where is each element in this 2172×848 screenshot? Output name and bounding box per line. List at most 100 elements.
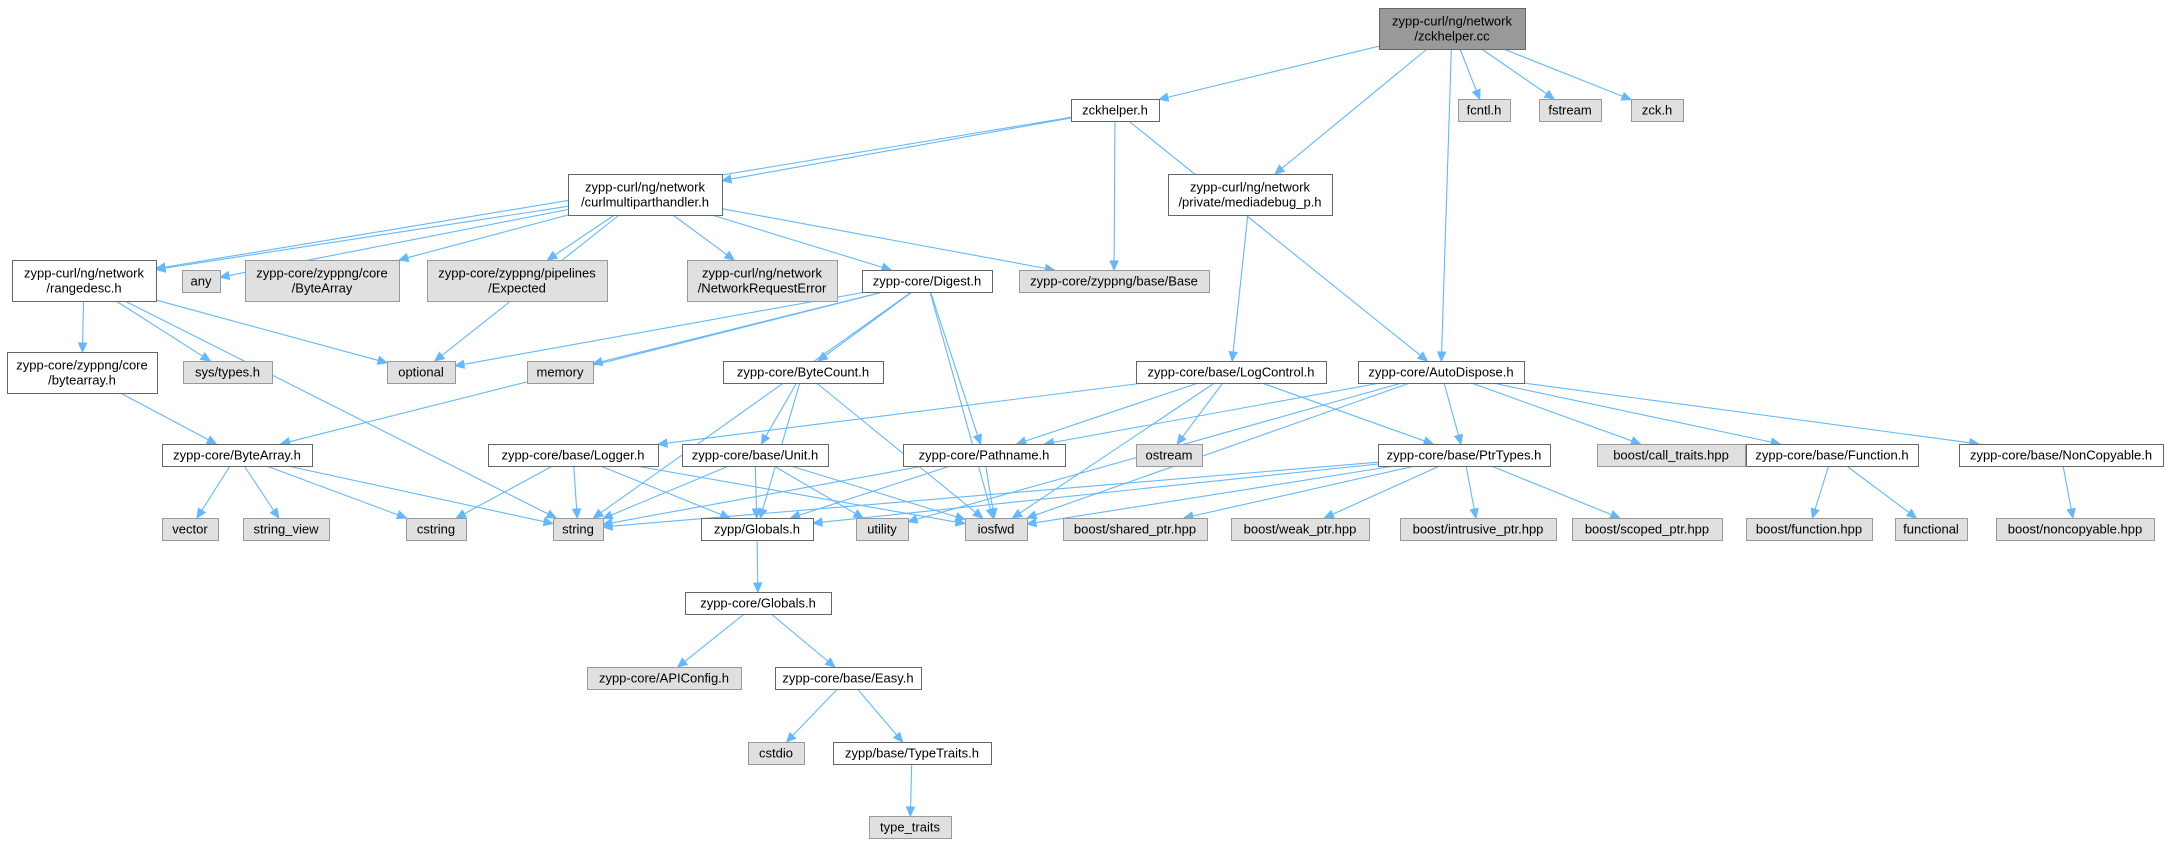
node-bytecount[interactable]: zypp-core/ByteCount.h [723,361,884,384]
edge-rangedesc-to-string [124,300,558,519]
node-label: zypp/base/TypeTraits.h [845,746,979,761]
edge-ptrtypes-to-globals1 [811,463,1379,527]
node-label: zypp-curl/ng/network [585,180,705,195]
node-functional: functional [1895,518,1968,541]
edge-noncopyable_h-to-boost_noncopyable [2062,465,2076,520]
edge-logcontrol-to-ostream [1176,382,1224,445]
node-label: cstdio [759,746,793,761]
edge-easy-to-typetraits [856,688,904,743]
node-label: vector [172,522,208,537]
dependency-edges [77,45,2076,818]
node-rangedesc[interactable]: zypp-curl/ng/network/rangedesc.h [12,260,157,302]
node-expected: zypp-core/zyppng/pipelines/Expected [427,260,608,302]
node-label: fcntl.h [1467,103,1502,118]
node-label: /NetworkRequestError [698,281,827,296]
node-label: iosfwd [978,522,1015,537]
edge-digest-to-string [592,291,912,519]
node-logcontrol[interactable]: zypp-core/base/LogControl.h [1136,361,1327,384]
node-ptrtypes[interactable]: zypp-core/base/PtrTypes.h [1378,444,1551,467]
node-autodispose[interactable]: zypp-core/AutoDispose.h [1358,361,1525,384]
node-label: zypp-core/APIConfig.h [599,671,729,686]
node-boost-function: boost/function.hpp [1746,518,1873,541]
edge-pathname-to-iosfwd [985,465,998,520]
node-zyppng-core-bytearray-h[interactable]: zypp-core/zyppng/core/bytearray.h [7,352,158,394]
node-mediadebug[interactable]: zypp-curl/ng/network/private/mediadebug_… [1168,174,1333,216]
edge-globals2-to-apiconfig [676,613,745,668]
edge-zckhelper_h-to-zyppng_base [1109,120,1119,272]
node-label: zypp-curl/ng/network [1392,14,1512,29]
edge-digest-to-optional [453,291,866,369]
node-weak-ptr: boost/weak_ptr.hpp [1231,518,1370,541]
node-label: zypp-core/ByteArray.h [173,448,301,463]
edge-ptrtypes-to-intrusive_ptr [1465,465,1479,520]
node-label: boost/intrusive_ptr.hpp [1413,522,1544,537]
node-scoped-ptr: boost/scoped_ptr.hpp [1572,518,1723,541]
node-label: zypp-core/base/PtrTypes.h [1387,448,1542,463]
node-vector: vector [162,518,219,541]
node-bytearray-h[interactable]: zypp-core/ByteArray.h [162,444,313,467]
node-digest[interactable]: zypp-core/Digest.h [862,270,993,293]
node-fstream: fstream [1539,99,1602,122]
edge-curlmulti-to-nrerror [672,214,736,261]
edge-root-to-fstream [1481,48,1556,100]
edge-ptrtypes-to-weak_ptr [1323,465,1440,519]
node-cstring: cstring [406,518,467,541]
edge-logcontrol-to-pathname [1015,382,1199,446]
node-intrusive-ptr: boost/intrusive_ptr.hpp [1400,518,1557,541]
edge-ptrtypes-to-scoped_ptr [1490,465,1621,519]
node-label: /rangedesc.h [46,281,121,296]
node-pathname[interactable]: zypp-core/Pathname.h [903,444,1066,467]
node-label: string_view [253,522,319,537]
node-label: any [191,274,212,289]
node-utility: utility [856,518,909,541]
edge-root-to-zck [1503,48,1633,101]
node-label: cstring [417,522,455,537]
edge-autodispose-to-noncopyable_h [1523,382,1981,448]
node-label: zypp-core/AutoDispose.h [1368,365,1513,380]
edge-autodispose-to-ptrtypes [1443,382,1464,446]
node-label: /curlmultiparthandler.h [581,195,709,210]
node-zckhelper-h[interactable]: zckhelper.h [1071,99,1160,122]
node-label: zypp/Globals.h [714,522,800,537]
node-label: boost/call_traits.hpp [1613,448,1729,463]
node-label: /ByteArray [292,281,353,296]
node-label: optional [398,365,444,380]
node-label: zypp-curl/ng/network [24,266,144,281]
edge-rangedesc-to-optional [155,299,389,365]
edge-bytecount-to-unit [760,382,798,446]
node-label: zypp-core/Globals.h [700,596,816,611]
node-apiconfig: zypp-core/APIConfig.h [587,667,742,690]
node-label: zypp-core/base/Function.h [1755,448,1908,463]
edge-easy-to-cstdio [785,688,838,743]
node-typetraits[interactable]: zypp/base/TypeTraits.h [833,742,992,765]
edge-autodispose-to-pathname [1043,382,1381,447]
node-label: sys/types.h [195,365,260,380]
edge-curlmulti-to-expected [546,214,615,261]
node-any: any [182,270,221,293]
node-function-h[interactable]: zypp-core/base/Function.h [1746,444,1919,467]
edge-root-to-zckhelper_h [1157,45,1380,102]
node-label: zypp-core/Digest.h [873,274,981,289]
edge-root-to-mediadebug [1273,48,1428,175]
edge-globals1-to-globals2 [752,539,763,594]
edge-digest-to-iosfwd [929,291,995,520]
node-zyppng-bytearray: zypp-core/zyppng/core/ByteArray [245,260,400,302]
edge-curlmulti-to-rangedesc [154,205,569,273]
node-label: boost/function.hpp [1756,522,1862,537]
node-label: /zckhelper.cc [1414,29,1490,44]
node-logger[interactable]: zypp-core/base/Logger.h [488,444,659,467]
node-globals2[interactable]: zypp-core/Globals.h [685,592,832,615]
node-unit[interactable]: zypp-core/base/Unit.h [682,444,829,467]
edge-autodispose-to-function_h [1492,382,1782,447]
edge-logcontrol-to-logger [656,382,1144,448]
edge-unit-to-string [601,465,729,520]
node-noncopyable-h[interactable]: zypp-core/base/NonCopyable.h [1959,444,2164,467]
edge-digest-to-pathname [930,291,982,446]
node-globals1[interactable]: zypp/Globals.h [701,518,814,541]
node-easy[interactable]: zypp-core/base/Easy.h [775,667,922,690]
node-label: boost/shared_ptr.hpp [1074,522,1196,537]
edge-logger-to-cstring [455,465,553,519]
node-optional: optional [387,361,456,384]
node-curlmulti[interactable]: zypp-curl/ng/network/curlmultiparthandle… [568,174,723,216]
edge-function_h-to-boost_function [1810,465,1830,520]
